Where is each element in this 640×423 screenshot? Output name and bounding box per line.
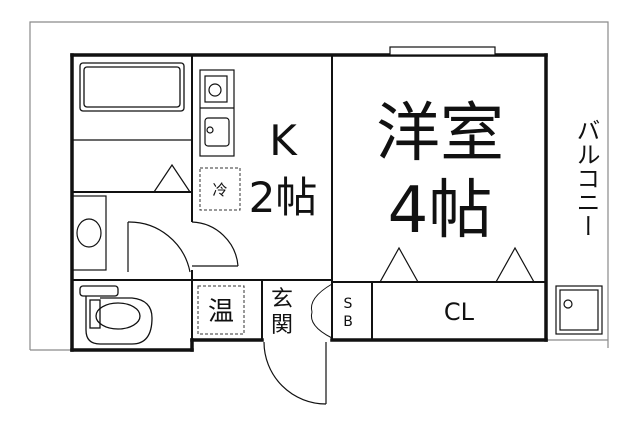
- bathtub: [72, 62, 192, 141]
- washing-machine-pan: [555, 285, 603, 335]
- kitchen-door: [191, 221, 239, 267]
- entrance-label-bottom: 関: [271, 313, 293, 338]
- refrigerator-label: 冷: [212, 181, 227, 199]
- shoe-box-label-top: S: [344, 296, 353, 312]
- bath-door: [153, 163, 191, 193]
- shoe-box-label-bottom: B: [343, 314, 353, 330]
- kitchen-counter: [199, 69, 235, 157]
- shoe-box-doors: [310, 283, 333, 339]
- balcony-area: [29, 21, 609, 351]
- western-room-size: 4帖: [388, 174, 493, 248]
- toilet: [79, 285, 153, 345]
- washroom-door: [127, 221, 191, 273]
- water-heater-label: 温: [208, 297, 234, 327]
- interior-walls: [72, 55, 546, 350]
- window-top: [389, 46, 496, 56]
- closet-label: CL: [444, 298, 475, 326]
- closet-doors: [379, 246, 535, 283]
- entrance-label-top: 玄: [271, 287, 293, 312]
- washbasin: [71, 195, 107, 271]
- western-room-name: 洋室: [376, 97, 504, 171]
- water-heater-box: [197, 285, 245, 335]
- refrigerator: [199, 167, 241, 211]
- kitchen-name: K: [269, 116, 298, 165]
- balcony-label: バルコニー: [572, 118, 600, 238]
- kitchen-size: 2帖: [249, 173, 318, 222]
- entrance-door: [263, 341, 327, 405]
